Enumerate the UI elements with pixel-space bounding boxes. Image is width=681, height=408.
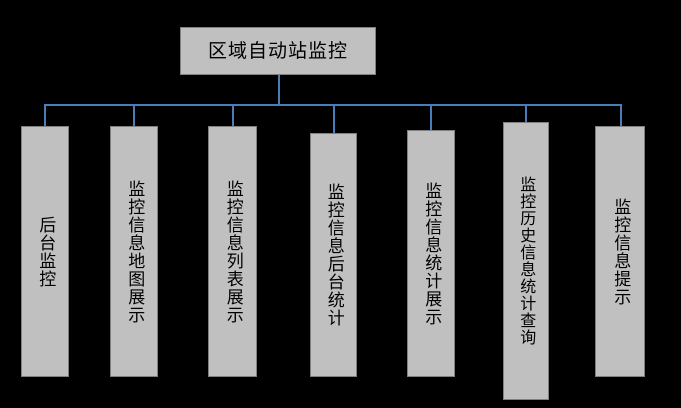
node-child-6[interactable]: 监控历史信息统计查询	[503, 122, 549, 400]
node-child-7-label: 监控信息提示	[610, 197, 631, 306]
node-child-4-label: 监控信息后台统计	[323, 183, 344, 327]
node-root-label: 区域自动站监控	[207, 39, 348, 62]
connector-drop-2	[133, 104, 135, 126]
connector-root-stem	[278, 75, 280, 106]
node-child-5-label: 监控信息统计展示	[421, 181, 442, 326]
node-child-4[interactable]: 监控信息后台统计	[310, 133, 357, 377]
connector-drop-7	[620, 104, 622, 126]
node-child-6-label: 监控历史信息统计查询	[517, 176, 537, 346]
connector-drop-3	[232, 104, 234, 126]
node-child-1-label: 后台监控	[35, 215, 56, 288]
connector-drop-6	[525, 104, 527, 122]
node-child-3[interactable]: 监控信息列表展示	[208, 126, 257, 377]
node-root[interactable]: 区域自动站监控	[180, 27, 376, 75]
connector-drop-4	[333, 104, 335, 133]
node-child-2-label: 监控信息地图展示	[124, 179, 145, 324]
node-child-2[interactable]: 监控信息地图展示	[110, 126, 158, 377]
node-child-5[interactable]: 监控信息统计展示	[407, 130, 455, 377]
connector-drop-1	[44, 104, 46, 126]
node-child-1[interactable]: 后台监控	[21, 126, 69, 377]
node-child-7[interactable]: 监控信息提示	[595, 126, 645, 377]
node-child-3-label: 监控信息列表展示	[222, 179, 243, 324]
connector-drop-5	[430, 104, 432, 130]
